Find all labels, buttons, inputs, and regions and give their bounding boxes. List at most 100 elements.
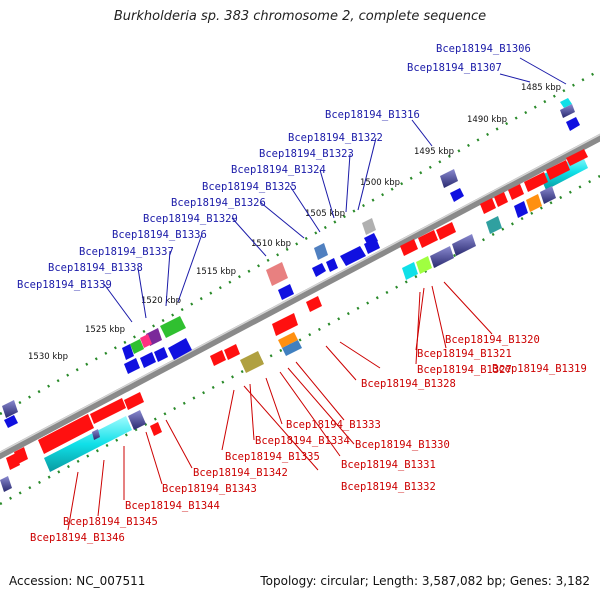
gene-arrow[interactable] (122, 344, 134, 360)
gene-arrow[interactable] (418, 230, 438, 248)
gene-arrow[interactable] (14, 447, 28, 464)
gene-arrow[interactable] (168, 338, 192, 360)
gene-arrow[interactable] (314, 243, 328, 260)
gene-arrow[interactable] (130, 339, 144, 354)
gene-arrow[interactable] (306, 296, 322, 312)
gene-arrow[interactable] (0, 476, 12, 492)
kbp-label: 1490 kbp (467, 115, 507, 125)
gene-arrow[interactable] (38, 414, 94, 454)
gene-label[interactable]: Bcep18194_B1326 (171, 197, 266, 209)
gene-arrow[interactable] (2, 400, 18, 418)
gene-arrow[interactable] (90, 398, 126, 424)
gene-arrow[interactable] (486, 216, 502, 234)
gene-arrow[interactable] (124, 358, 140, 374)
gene-arrow[interactable] (92, 429, 100, 440)
gene-arrow[interactable] (210, 350, 226, 366)
gene-label[interactable]: Bcep18194_B1335 (225, 451, 320, 463)
gene-arrow[interactable] (416, 256, 432, 274)
gene-arrow[interactable] (494, 192, 508, 207)
gene-label[interactable]: Bcep18194_B1342 (193, 467, 288, 479)
kbp-label: 1525 kbp (85, 325, 125, 335)
gene-arrow[interactable] (526, 194, 542, 212)
gene-arrow[interactable] (340, 246, 366, 266)
gene-arrow[interactable] (150, 422, 162, 436)
gene-label[interactable]: Bcep18194_B1333 (286, 419, 381, 431)
gene-arrow[interactable] (124, 392, 144, 410)
gene-label[interactable]: Bcep18194_B1345 (63, 516, 158, 528)
gene-label[interactable]: Bcep18194_B1344 (125, 500, 220, 512)
gene-label[interactable]: Bcep18194_B1324 (231, 164, 326, 176)
gene-arrow[interactable] (450, 188, 464, 202)
gene-label[interactable]: Bcep18194_B1336 (112, 229, 207, 241)
gene-label[interactable]: Bcep18194_B1320 (445, 334, 540, 346)
gene-arrow[interactable] (140, 352, 156, 368)
gene-arrow[interactable] (266, 262, 288, 286)
gene-arrow[interactable] (524, 172, 548, 192)
gene-label[interactable]: Bcep18194_B1306 (436, 43, 531, 55)
gene-label[interactable]: Bcep18194_B1319 (492, 363, 587, 375)
chromosome-backbone-highlight (0, 133, 600, 454)
gene-arrow[interactable] (154, 347, 168, 362)
gene-arrow[interactable] (452, 234, 476, 256)
gene-arrow[interactable] (326, 258, 338, 272)
gene-arrow[interactable] (402, 262, 418, 280)
gene-arrow[interactable] (560, 104, 575, 118)
gene-arrow[interactable] (508, 184, 524, 200)
gene-label[interactable]: Bcep18194_B1343 (162, 483, 257, 495)
gene-arrow[interactable] (362, 218, 376, 235)
gene-label[interactable]: Bcep18194_B1316 (325, 109, 420, 121)
gene-arrow[interactable] (44, 416, 132, 472)
gene-arrow[interactable] (278, 284, 294, 300)
leader-line (221, 389, 235, 451)
gene-arrow[interactable] (514, 201, 528, 218)
gene-arrow[interactable] (4, 415, 18, 428)
gene-arrow[interactable] (566, 117, 580, 131)
gene-arrow[interactable] (440, 169, 458, 188)
gene-label[interactable]: Bcep18194_B1307 (407, 62, 502, 74)
gene-label[interactable]: Bcep18194_B1334 (255, 435, 350, 447)
gene-label[interactable]: Bcep18194_B1322 (288, 132, 383, 144)
gene-label[interactable]: Bcep18194_B1330 (355, 439, 450, 451)
gene-label[interactable]: Bcep18194_B1338 (48, 262, 143, 274)
gene-label[interactable]: Bcep18194_B1329 (143, 213, 238, 225)
gene-arrow[interactable] (480, 198, 496, 214)
leader-line (103, 283, 133, 323)
gene-arrow[interactable] (272, 313, 298, 336)
gene-arrow[interactable] (436, 222, 456, 240)
gene-arrow[interactable] (400, 239, 418, 256)
kbp-label: 1530 kbp (28, 352, 68, 362)
gene-arrow[interactable] (312, 263, 326, 277)
kbp-scale: 1485 kbp 1490 kbp 1495 kbp 1500 kbp 1505… (28, 83, 561, 362)
gene-arrow[interactable] (278, 332, 298, 348)
gene-arrow[interactable] (128, 410, 146, 430)
chromosome-backbone (0, 133, 600, 460)
gene-arrow[interactable] (160, 316, 186, 338)
gene-arrow[interactable] (546, 160, 570, 180)
leader-line (411, 119, 433, 147)
leader-line (499, 73, 531, 83)
gene-arrow[interactable] (566, 149, 588, 166)
gene-arrow[interactable] (282, 340, 302, 356)
gene-arrow[interactable] (240, 351, 264, 373)
gene-label[interactable]: Bcep18194_B1339 (17, 279, 112, 291)
gene-arrow[interactable] (224, 344, 240, 360)
gene-label[interactable]: Bcep18194_B1323 (259, 148, 354, 160)
gene-label[interactable]: Bcep18194_B1346 (30, 532, 125, 544)
gene-label[interactable]: Bcep18194_B1321 (417, 348, 512, 360)
leader-line (443, 281, 493, 335)
gene-arrow[interactable] (540, 186, 556, 204)
gene-label[interactable]: Bcep18194_B1337 (79, 246, 174, 258)
gene-arrow[interactable] (430, 246, 454, 268)
gene-arrow[interactable] (140, 334, 152, 348)
kbp-label: 1495 kbp (414, 147, 454, 157)
gene-label[interactable]: Bcep18194_B1332 (341, 481, 436, 493)
gene-label[interactable]: Bcep18194_B1327 (417, 364, 512, 376)
kbp-label: 1515 kbp (196, 267, 236, 277)
gene-label[interactable]: Bcep18194_B1331 (341, 459, 436, 471)
gene-label[interactable]: Bcep18194_B1328 (361, 378, 456, 390)
leader-line (145, 431, 163, 485)
leader-line (357, 137, 377, 211)
gene-label[interactable]: Bcep18194_B1325 (202, 181, 297, 193)
gene-arrow[interactable] (364, 238, 380, 254)
